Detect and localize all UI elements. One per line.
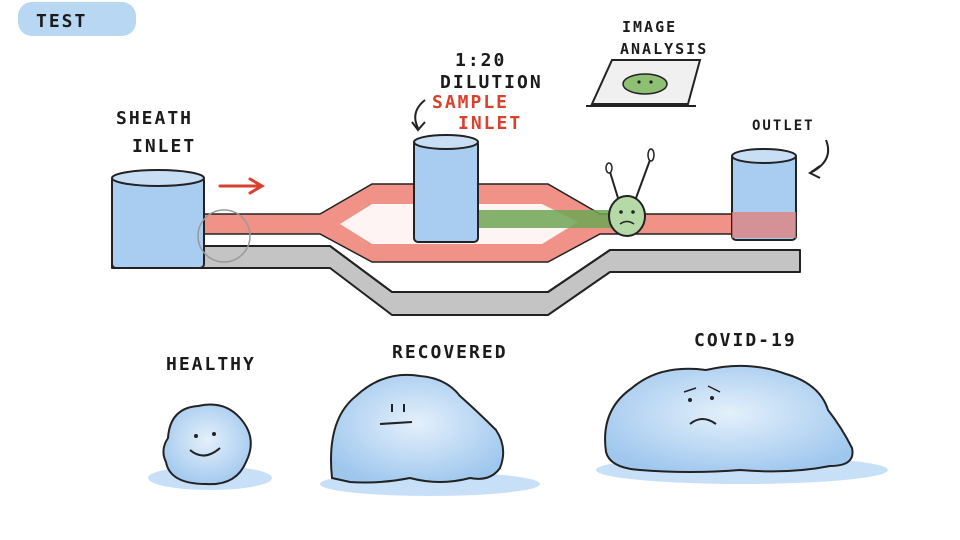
healthy-cell-label: HEALTHY xyxy=(166,354,256,375)
header-tab[interactable]: TEST xyxy=(18,2,136,36)
image-analysis-label-line2: ANALYSIS xyxy=(620,40,708,58)
sample-inlet-reservoir xyxy=(413,134,479,243)
covid-cell-label: COVID-19 xyxy=(694,330,797,351)
channel-base xyxy=(111,245,801,316)
sample-inlet-pointer-arrow xyxy=(414,99,426,129)
header-tab-label: TEST xyxy=(36,11,87,32)
outlet-label: OUTLET xyxy=(752,118,815,134)
outlet-pointer-arrow xyxy=(811,139,830,173)
sheath-inlet-label-line2: INLET xyxy=(132,136,196,157)
recovered-cell-label: RECOVERED xyxy=(392,342,508,363)
sheath-inlet-reservoir xyxy=(111,169,205,269)
healthy-cell-icon xyxy=(148,403,272,490)
inlet-junction-circle xyxy=(197,209,251,263)
outlet-pointer-arrowhead xyxy=(808,165,821,179)
sample-inlet-pointer-arrowhead xyxy=(411,121,426,132)
header-tab-background xyxy=(18,2,136,36)
sample-inlet-label-line1: SAMPLE xyxy=(432,92,509,113)
sample-stream xyxy=(460,210,620,228)
dilution-ratio-label: 1:20 xyxy=(455,50,506,71)
image-analysis-label-line1: IMAGE xyxy=(622,18,677,36)
outlet-reservoir xyxy=(731,148,797,241)
recovered-cell-icon xyxy=(320,373,540,496)
covid-cell-icon xyxy=(596,364,888,484)
image-analysis-screen-icon xyxy=(586,59,702,107)
sheath-inlet-label-line1: SHEATH xyxy=(116,108,193,129)
channel-cell-icon xyxy=(605,148,655,237)
dilution-label: DILUTION xyxy=(440,72,543,93)
sample-inlet-label-line2: INLET xyxy=(458,113,522,134)
flow-direction-arrow xyxy=(218,177,265,195)
